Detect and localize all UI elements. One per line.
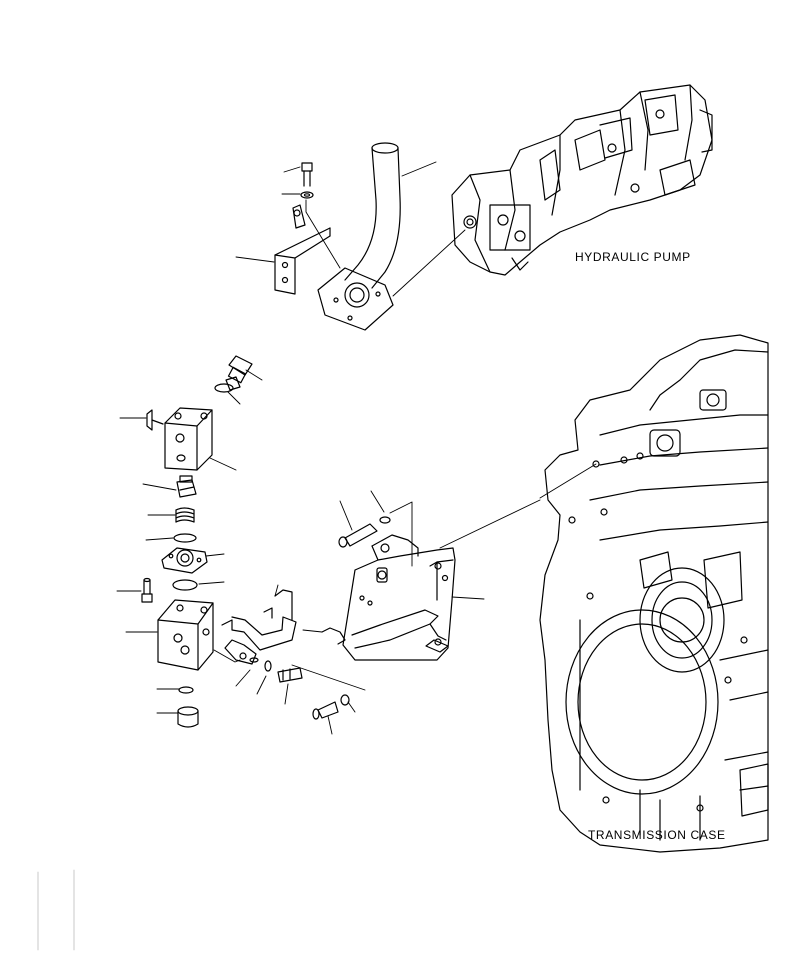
plug-fitting xyxy=(176,475,197,498)
bracket-leaders xyxy=(235,490,541,735)
hydraulic-pump xyxy=(451,84,713,276)
suction-hose xyxy=(344,142,401,289)
scan-marks xyxy=(37,869,75,951)
valve-block-upper xyxy=(146,407,213,471)
side-bolt xyxy=(141,577,153,603)
manifold-cover xyxy=(161,547,208,574)
small-bracket xyxy=(221,589,297,665)
main-bracket xyxy=(321,534,456,661)
o-ring-bottom xyxy=(178,686,194,694)
o-ring-mid xyxy=(173,533,197,543)
transmission-case xyxy=(539,334,769,853)
o-ring-top xyxy=(214,383,234,393)
hydraulic-pump-label: HYDRAULIC PUMP xyxy=(575,250,691,264)
pump-flange xyxy=(317,267,394,331)
case-leaders xyxy=(539,463,597,499)
spring xyxy=(175,507,195,523)
bracket-bolt xyxy=(338,516,391,548)
valve-block-lower xyxy=(157,599,214,671)
pump-bracket xyxy=(274,204,331,295)
washers-and-bolts xyxy=(249,657,350,720)
pressure-switch xyxy=(225,355,253,391)
o-ring-lower xyxy=(172,579,198,591)
pump-leaders xyxy=(235,161,466,297)
pump-bolt xyxy=(300,162,314,199)
valve-leaders xyxy=(116,369,263,714)
transmission-case-label: TRANSMISSION CASE xyxy=(588,828,726,842)
bottom-plug xyxy=(177,706,199,728)
